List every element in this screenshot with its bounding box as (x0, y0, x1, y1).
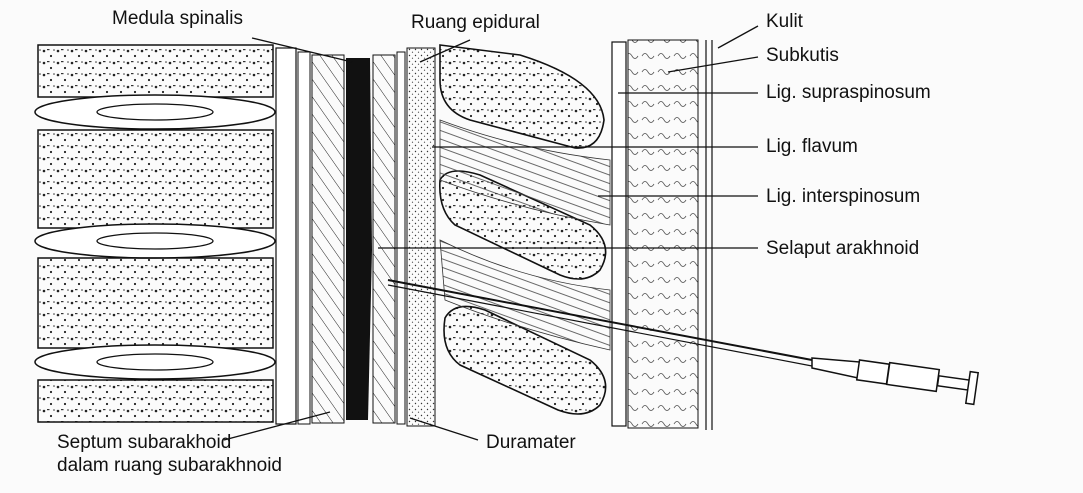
label-lig-interspinosum: Lig. interspinosum (766, 186, 920, 208)
spinal-cord (346, 58, 372, 420)
label-subkutis: Subkutis (766, 45, 839, 67)
posterior-soft-tissue (612, 40, 712, 430)
label-medula-spinalis: Medula spinalis (112, 8, 243, 30)
label-kulit: Kulit (766, 11, 803, 33)
vertebral-column (35, 45, 275, 422)
label-duramater: Duramater (486, 432, 576, 454)
spinous-processes (440, 45, 610, 414)
epidural-space (407, 48, 435, 426)
subcutis-tissue (628, 40, 698, 428)
subarachnoid-septum-hatching (312, 55, 344, 423)
label-selaput-arakhnoid: Selaput arakhnoid (766, 238, 919, 260)
meningeal-layers (276, 48, 435, 426)
label-lig-flavum: Lig. flavum (766, 136, 858, 158)
label-septum-line1: Septum subarakhoid (57, 432, 231, 454)
label-lig-supraspinosum: Lig. supraspinosum (766, 82, 931, 104)
label-septum-line2: dalam ruang subarakhnoid (57, 455, 282, 477)
label-ruang-epidural: Ruang epidural (411, 12, 540, 34)
